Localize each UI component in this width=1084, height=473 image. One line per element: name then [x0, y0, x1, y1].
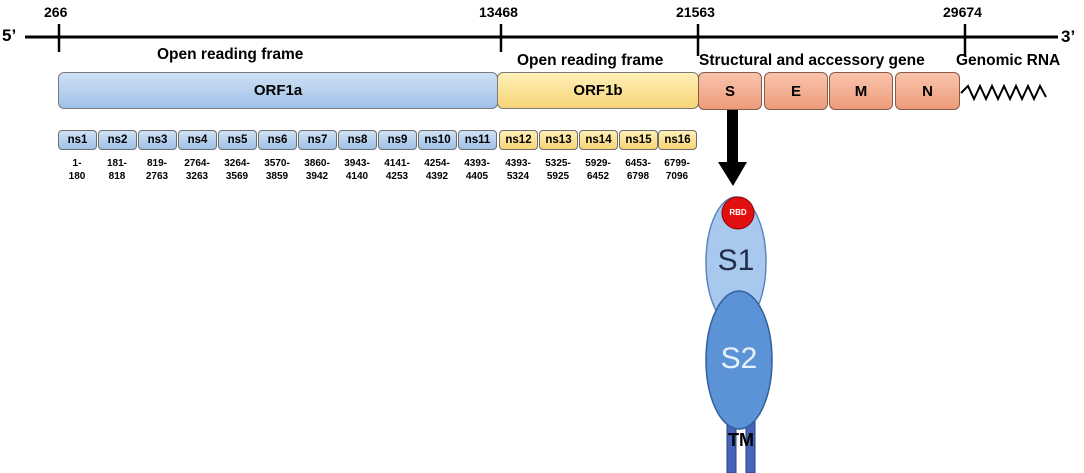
nsp-box-ns12: ns12	[499, 130, 538, 150]
nsp-range-end: 4392	[425, 171, 449, 182]
nsp-box-ns15: ns15	[619, 130, 658, 150]
position-266: 266	[44, 4, 68, 20]
nsp-box-ns6: ns6	[258, 130, 297, 150]
nsp-range-ns6: 3570- 3859	[257, 157, 297, 183]
orf1b-label: ORF1b	[573, 82, 623, 99]
s-arrow-shaft	[727, 110, 738, 170]
nsp-range-ns1: 1-180	[57, 157, 97, 183]
nsp-range-start: 4254-	[424, 158, 450, 169]
s-arrow-head	[718, 162, 747, 186]
nsp-range-end: 4140	[345, 171, 369, 182]
nsp-range-ns9: 4141- 4253	[377, 157, 417, 183]
tm-label: TM	[728, 430, 754, 450]
nsp-range-end: 2763	[145, 171, 169, 182]
orf1a-label: ORF1a	[253, 82, 303, 99]
nsp-range-start: 6799-	[664, 158, 690, 169]
nsp-range-end: 3569	[225, 171, 249, 182]
nsp-range-ns5: 3264- 3569	[217, 157, 257, 183]
s2-label: S2	[720, 342, 758, 375]
nsp-range-end: 180	[68, 171, 86, 182]
nsp-range-start: 1-	[72, 158, 82, 169]
nsp-range-end: 818	[108, 171, 126, 182]
nsp-box-ns10: ns10	[418, 130, 457, 150]
nsp-box-ns13: ns13	[539, 130, 578, 150]
gene-s: S	[698, 72, 762, 110]
nsp-range-ns15: 6453- 6798	[618, 157, 658, 183]
nsp-range-ns2: 181- 818	[97, 157, 137, 183]
rbd-domain	[721, 196, 755, 230]
nsp-range-start: 4141-	[384, 158, 410, 169]
nsp-box-ns16: ns16	[658, 130, 697, 150]
gene-e: E	[764, 72, 828, 110]
position-29674: 29674	[943, 4, 982, 20]
nsp-box-ns11: ns11	[458, 130, 497, 150]
nsp-range-end: 4405	[465, 171, 489, 182]
nsp-range-ns14: 5929- 6452	[578, 157, 618, 183]
s1-label: S1	[717, 244, 755, 277]
nsp-range-end: 3859	[265, 171, 289, 182]
nsp-range-start: 3264-	[224, 158, 250, 169]
nsp-range-end: 7096	[665, 171, 689, 182]
nsp-box-ns3: ns3	[138, 130, 177, 150]
nsp-range-ns16: 6799- 7096	[657, 157, 697, 183]
nsp-range-start: 3943-	[344, 158, 370, 169]
nsp-range-start: 181-	[106, 158, 127, 169]
orf1a-box: ORF1a	[58, 72, 498, 109]
nsp-box-ns8: ns8	[338, 130, 377, 150]
gene-m: M	[829, 72, 893, 110]
s2-subunit	[705, 290, 773, 430]
nsp-box-ns1: ns1	[58, 130, 97, 150]
structural-section-title: Structural and accessory gene	[699, 52, 925, 69]
nsp-range-start: 3860-	[304, 158, 330, 169]
nsp-range-ns13: 5325- 5925	[538, 157, 578, 183]
rbd-label: RBD	[729, 208, 747, 217]
nsp-range-end: 3942	[305, 171, 329, 182]
nsp-box-ns7: ns7	[298, 130, 337, 150]
nsp-range-start: 2764-	[184, 158, 210, 169]
nsp-box-ns9: ns9	[378, 130, 417, 150]
nsp-range-end: 5324	[506, 171, 530, 182]
nsp-range-end: 6798	[626, 171, 650, 182]
nsp-range-start: 5929-	[585, 158, 611, 169]
nsp-range-end: 3263	[185, 171, 209, 182]
nsp-range-end: 4253	[385, 171, 409, 182]
nsp-range-start: 4393-	[505, 158, 531, 169]
nsp-range-ns11: 4393- 4405	[457, 157, 497, 183]
nsp-range-start: 5325-	[545, 158, 571, 169]
position-13468: 13468	[479, 4, 518, 20]
nsp-range-ns3: 819- 2763	[137, 157, 177, 183]
nsp-range-start: 4393-	[464, 158, 490, 169]
nsp-range-ns7: 3860- 3942	[297, 157, 337, 183]
nsp-range-start: 6453-	[625, 158, 651, 169]
nsp-box-ns4: ns4	[178, 130, 217, 150]
nsp-range-ns8: 3943- 4140	[337, 157, 377, 183]
genomic-rna-label: Genomic RNA	[956, 52, 1061, 69]
nsp-range-ns10: 4254- 4392	[417, 157, 457, 183]
orf1a-section-title: Open reading frame	[157, 46, 304, 63]
five-prime-label: 5’	[2, 26, 17, 45]
nsp-range-end: 6452	[586, 171, 610, 182]
three-prime-label: 3’	[1061, 27, 1076, 46]
genomic-rna-tail	[960, 83, 1047, 102]
nsp-box-ns5: ns5	[218, 130, 257, 150]
nsp-box-ns2: ns2	[98, 130, 137, 150]
position-21563: 21563	[676, 4, 715, 20]
nsp-range-start: 819-	[146, 158, 167, 169]
nsp-range-end: 5925	[546, 171, 570, 182]
gene-n: N	[895, 72, 960, 110]
nsp-range-ns4: 2764- 3263	[177, 157, 217, 183]
nsp-range-start: 3570-	[264, 158, 290, 169]
nsp-box-ns14: ns14	[579, 130, 618, 150]
nsp-range-ns12: 4393- 5324	[498, 157, 538, 183]
orf1b-box: ORF1b	[497, 72, 699, 109]
orf1b-section-title: Open reading frame	[517, 52, 664, 69]
